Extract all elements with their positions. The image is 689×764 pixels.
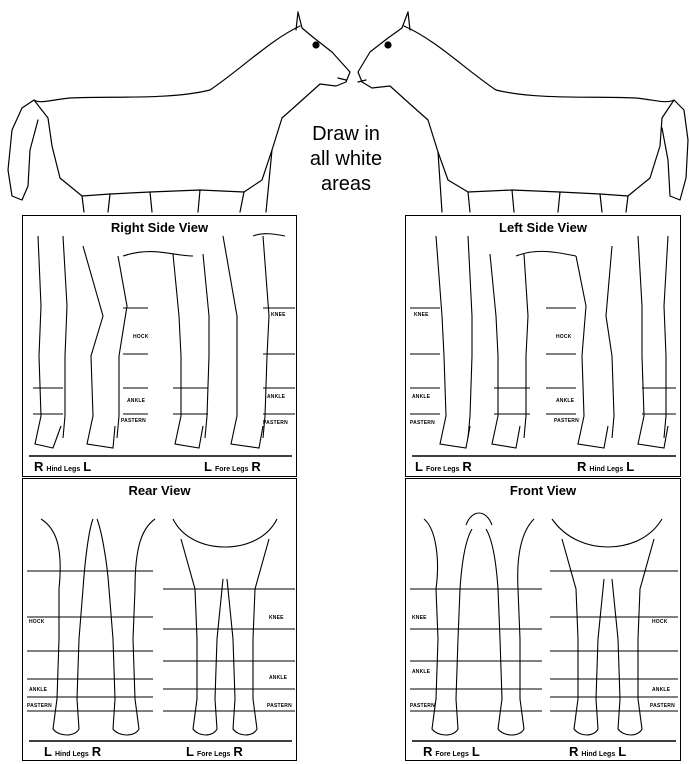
- rear-view-legs-drawing[interactable]: [23, 479, 298, 762]
- ankle-label-right: ANKLE: [556, 398, 574, 404]
- ankle-label: ANKLE: [412, 669, 430, 675]
- hock-label: HOCK: [133, 334, 149, 340]
- footer-side-left: L: [186, 744, 194, 759]
- right-side-legs-drawing[interactable]: [23, 216, 298, 478]
- hock-label: HOCK: [652, 619, 668, 625]
- hock-label: HOCK: [556, 334, 572, 340]
- ankle-label-right: ANKLE: [652, 687, 670, 693]
- left-side-legs-drawing[interactable]: [406, 216, 682, 478]
- right-horse-eye: [385, 42, 391, 48]
- footer-legs-label: Fore Legs: [435, 751, 468, 758]
- knee-label: KNEE: [414, 312, 429, 318]
- footer-side-right: R: [462, 459, 471, 474]
- knee-label: KNEE: [271, 312, 286, 318]
- knee-label: KNEE: [269, 615, 284, 621]
- front-view-legs-drawing[interactable]: [406, 479, 682, 762]
- pastern-label: PASTERN: [121, 418, 146, 424]
- instruction-line-1: Draw in: [296, 122, 396, 147]
- left-horse-eye: [313, 42, 319, 48]
- footer-side-right: L: [618, 744, 626, 759]
- pastern-label: PASTERN: [410, 703, 435, 709]
- footer-side-left: R: [577, 459, 586, 474]
- footer-side-left: L: [415, 459, 423, 474]
- footer-legs-label: Hind Legs: [589, 466, 623, 473]
- instruction-line-3: areas: [296, 172, 396, 197]
- footer-side-left: R: [423, 744, 432, 759]
- rear-view-panel: Rear View HOCK ANKLE PASTERN KNEE ANKLE …: [22, 478, 297, 761]
- ankle-label-right: ANKLE: [269, 675, 287, 681]
- footer-side-left: R: [34, 459, 43, 474]
- front-view-panel: Front View KNEE ANKLE PASTERN HOCK ANKLE…: [405, 478, 681, 761]
- footer-legs-label: Hind Legs: [55, 751, 89, 758]
- footer-side-right: L: [626, 459, 634, 474]
- instruction-line-2: all white: [296, 147, 396, 172]
- footer-side-right: L: [472, 744, 480, 759]
- ankle-label: ANKLE: [127, 398, 145, 404]
- pastern-label-right: PASTERN: [263, 420, 288, 426]
- knee-label: KNEE: [412, 615, 427, 621]
- ankle-label: ANKLE: [29, 687, 47, 693]
- footer-side-left: R: [569, 744, 578, 759]
- footer-legs-label: Hind Legs: [46, 466, 80, 473]
- footer-side-right: R: [251, 459, 260, 474]
- pastern-label-right: PASTERN: [267, 703, 292, 709]
- footer-legs-label: Hind Legs: [581, 751, 615, 758]
- footer-side-right: L: [83, 459, 91, 474]
- ankle-label-right: ANKLE: [267, 394, 285, 400]
- right-side-view-panel: Right Side View HOCK ANKLE PASTERN KNEE …: [22, 215, 297, 477]
- footer-side-left: L: [44, 744, 52, 759]
- left-side-view-panel: Left Side View KNEE ANKLE PASTERN HOCK A…: [405, 215, 681, 477]
- pastern-label: PASTERN: [27, 703, 52, 709]
- footer-side-right: R: [92, 744, 101, 759]
- ankle-label: ANKLE: [412, 394, 430, 400]
- pastern-label-right: PASTERN: [554, 418, 579, 424]
- right-horse-outline: [358, 12, 688, 200]
- hock-label: HOCK: [29, 619, 45, 625]
- center-instruction: Draw in all white areas: [296, 122, 396, 197]
- footer-legs-label: Fore Legs: [426, 466, 459, 473]
- footer-side-left: L: [204, 459, 212, 474]
- pastern-label-right: PASTERN: [650, 703, 675, 709]
- pastern-label: PASTERN: [410, 420, 435, 426]
- footer-legs-label: Fore Legs: [215, 466, 248, 473]
- footer-legs-label: Fore Legs: [197, 751, 230, 758]
- footer-side-right: R: [233, 744, 242, 759]
